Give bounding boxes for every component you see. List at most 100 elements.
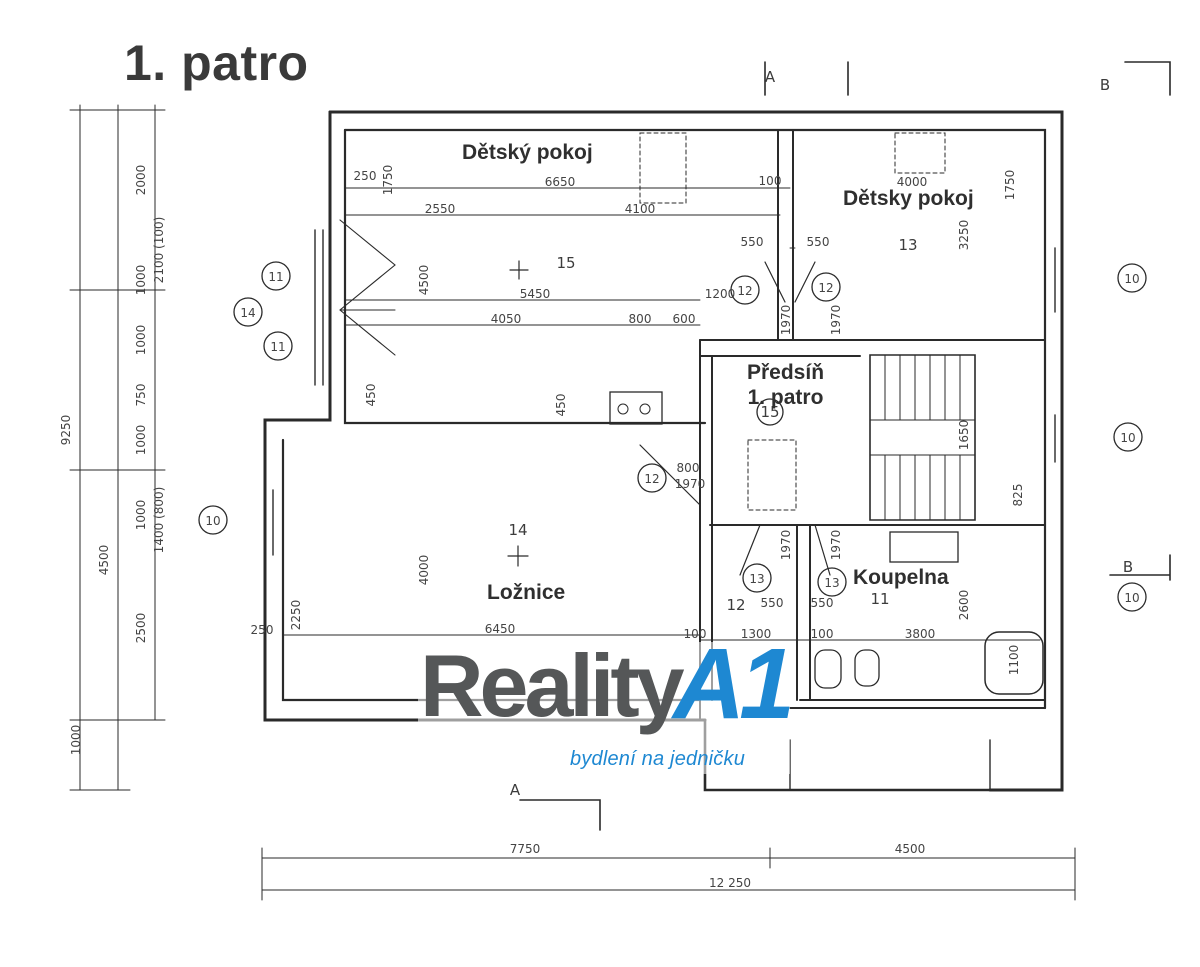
dimension-label: 2100 (100) [152, 217, 166, 284]
logo-mark: A1 [673, 628, 795, 740]
outer-wall-left [263, 110, 707, 722]
dimension-label: 2500 [134, 613, 148, 644]
window-tag-label: 11 [268, 270, 283, 284]
dimension-label: 550 [811, 596, 834, 610]
door-tag-circle [811, 272, 841, 302]
dimension-label: 750 [134, 384, 148, 407]
door-tag-circle [730, 275, 760, 305]
toilet [814, 649, 842, 689]
door-tag-circle [756, 398, 784, 426]
burner [617, 403, 629, 415]
door-swing-2 [639, 444, 701, 506]
dimension-label: 100 [684, 627, 707, 641]
dimension-label: 1970 [829, 305, 843, 336]
dimension-label: 9250 [59, 415, 73, 446]
dimension-label: 4500 [895, 842, 926, 856]
wardrobe-1 [639, 132, 687, 204]
window-tag-circle [198, 505, 228, 535]
dimension-label: 825 [1011, 484, 1025, 507]
bathtub [984, 631, 1044, 695]
window-left [314, 229, 324, 386]
room-label-childroom-2: Dětsky pokoj [843, 187, 974, 210]
partition-bath [709, 524, 1046, 701]
window-tag-circle [1117, 263, 1147, 293]
dimension-label: 1650 [957, 420, 971, 451]
dimension-label: 1970 [829, 530, 843, 561]
dimension-label: 3250 [957, 220, 971, 251]
dimension-label: 4050 [491, 312, 522, 326]
room-label-bedroom: Ložnice [487, 581, 566, 604]
dimension-label: 550 [741, 235, 764, 249]
section-mark-B-top [1124, 61, 1171, 96]
dimension-lines-left [69, 104, 166, 791]
logo-word: Reality [420, 636, 685, 735]
dimension-label: 1200 [705, 287, 736, 301]
door-tag-label: 12 [644, 472, 659, 486]
dimension-label: 800 [629, 312, 652, 326]
room-label-bathroom: Koupelna [853, 566, 949, 589]
door-tag-circle [637, 463, 667, 493]
dimension-label: 1750 [381, 165, 395, 196]
dimension-label: 1400 (800) [152, 487, 166, 554]
dimension-label: 250 [251, 623, 274, 637]
room-label-hall-line1: Předsíň [747, 361, 825, 384]
dimension-label: 1000 [69, 725, 83, 756]
window-bedroom [264, 489, 274, 556]
dimension-label: 1970 [779, 530, 793, 561]
floor-title: 1. patro [124, 35, 309, 91]
dimension-label: 2550 [425, 202, 456, 216]
dimension-label: 550 [807, 235, 830, 249]
reality-a1-logo: Reality A1 bydlení na jedničku [418, 632, 795, 777]
logo-backdrop [418, 642, 790, 774]
dimension-label: 7750 [510, 842, 541, 856]
dimension-label: 12 250 [709, 876, 751, 890]
window-hatch [339, 219, 396, 356]
dimension-label: 1100 [1007, 645, 1021, 676]
section-mark-A-top [764, 61, 849, 96]
dimension-lines-interior [282, 187, 1041, 641]
bidet [854, 649, 880, 687]
dimension-lines-bottom [261, 847, 1076, 901]
dimension-label: 1970 [675, 477, 706, 491]
dimension-label: 450 [364, 384, 378, 407]
window-right-2 [1054, 414, 1063, 463]
burner [639, 403, 651, 415]
window-tag-label: 10 [1124, 272, 1139, 286]
dimension-label: 1970 [779, 305, 793, 336]
door-tag-label: 12 [737, 284, 752, 298]
window-tag-label: 10 [205, 514, 220, 528]
dimension-label: 1000 [134, 500, 148, 531]
window-tag-label: 11 [270, 340, 285, 354]
section-mark-label: B [1123, 558, 1133, 576]
dimension-label: 600 [673, 312, 696, 326]
room-center-mark [507, 260, 529, 567]
door-swing-1 [764, 261, 816, 303]
section-mark-label: A [510, 781, 521, 799]
window-tag-circle [233, 297, 263, 327]
section-mark-B-side [1109, 554, 1171, 581]
room-number: 13 [898, 236, 917, 254]
partition-vertical [777, 129, 794, 341]
dimension-label: 4000 [417, 555, 431, 586]
door-tag-label: 13 [749, 572, 764, 586]
room-number: 15 [760, 403, 779, 421]
partition-bath-bottom [789, 699, 1046, 709]
cooktop [609, 391, 663, 425]
door-tag-circle [817, 567, 847, 597]
inner-wall-child-rooms [343, 128, 707, 425]
window-tag-label: 10 [1120, 431, 1135, 445]
dimension-label: 450 [554, 394, 568, 417]
room-number: 14 [508, 521, 527, 539]
dimension-label: 1300 [741, 627, 772, 641]
skylight [747, 439, 797, 511]
dimension-label: 2600 [957, 590, 971, 621]
basin [889, 531, 959, 563]
wardrobe-2 [894, 132, 946, 174]
dimension-label: 2250 [289, 600, 303, 631]
section-mark-label: B [1100, 76, 1110, 94]
dimension-label: 100 [759, 174, 782, 188]
partition-hall [699, 339, 1046, 357]
room-number: 12 [726, 596, 745, 614]
